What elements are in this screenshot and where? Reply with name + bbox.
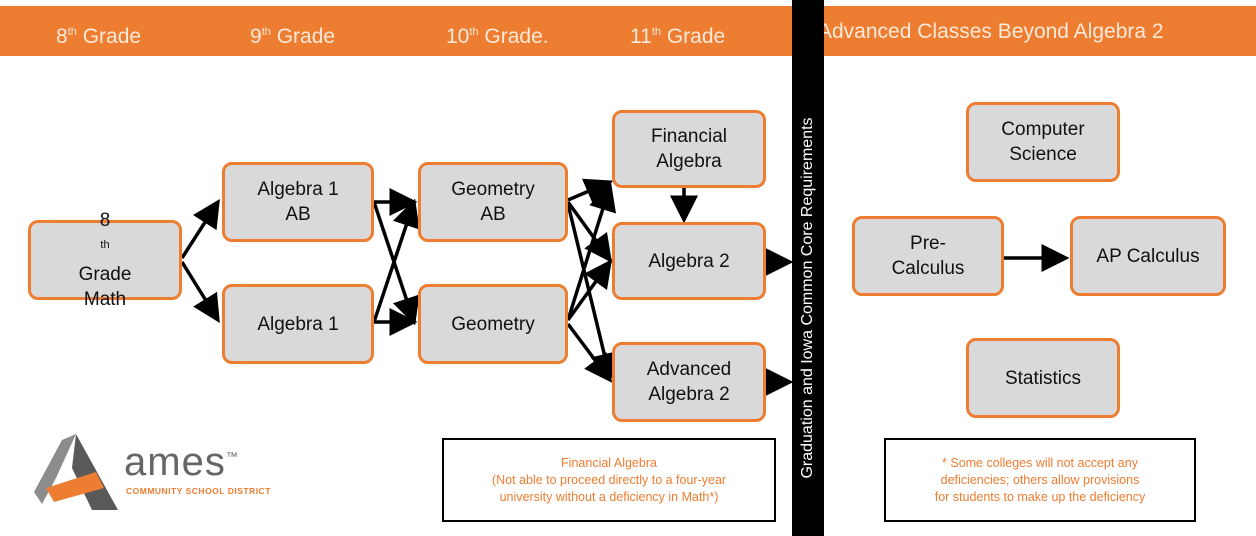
box-text: Algebra 1 — [257, 313, 339, 335]
note-text: Financial Algebra — [561, 455, 657, 470]
box-text: Statistics — [1004, 367, 1082, 389]
arrow-alg1-to-geoab — [372, 198, 420, 323]
box-text: 8 — [99, 209, 111, 231]
arrow-geoab-to-financial — [567, 178, 614, 205]
box-text: Algebra 2 — [648, 250, 730, 272]
box-text: Algebra — [656, 151, 722, 172]
header-sup: th — [67, 26, 77, 38]
box-statistics: Statistics — [966, 338, 1120, 418]
box-geometry: Geometry — [418, 284, 568, 364]
arrow-8th-to-algebra1ab — [180, 199, 220, 259]
box-text: Geometry — [451, 179, 535, 200]
logo-word-text: ames — [124, 440, 226, 484]
arrow-8th-to-algebra1 — [180, 261, 220, 323]
header-9th-grade: 9th Grade — [250, 6, 335, 56]
note-text: deficiencies; others allow provisions — [940, 472, 1140, 487]
header-text: Grade — [270, 25, 336, 48]
header-10th-grade: 10th Grade. — [446, 6, 549, 56]
box-sup: th — [100, 238, 110, 251]
header-text: 11 — [630, 25, 652, 48]
header-text: Grade. — [478, 25, 549, 48]
box-text: Computer — [1001, 119, 1085, 140]
logo-subtitle: COMMUNITY SCHOOL DISTRICT — [126, 486, 271, 496]
ames-logo: ames™ COMMUNITY SCHOOL DISTRICT — [32, 430, 332, 520]
header-text: 8 — [56, 25, 68, 48]
box-text: Financial — [650, 126, 728, 147]
note-text: university without a deficiency in Math*… — [499, 489, 719, 504]
note-text: for students to make up the deficiency — [934, 489, 1146, 504]
header-text: 9 — [250, 25, 262, 48]
box-text: AB — [480, 204, 506, 225]
note-financial-algebra: Financial Algebra (Not able to proceed di… — [442, 438, 776, 522]
requirements-divider — [792, 0, 824, 536]
note-text: * Some colleges will not accept any — [942, 455, 1138, 470]
arrow-geometry-to-algebra2 — [566, 259, 613, 322]
header-text: Grade — [76, 25, 142, 48]
header-sup: th — [469, 26, 479, 38]
box-algebra-1-ab: Algebra 1 AB — [222, 162, 374, 242]
box-ap-calculus: AP Calculus — [1070, 216, 1226, 296]
box-text: AP Calculus — [1096, 245, 1200, 267]
box-text: Algebra 1 — [257, 179, 339, 200]
header-sup: th — [261, 26, 271, 38]
box-algebra-1: Algebra 1 — [222, 284, 374, 364]
box-text: Grade — [78, 264, 132, 286]
header-text: 10 — [446, 25, 470, 48]
arrow-geometry-to-advanced — [566, 322, 613, 383]
box-text: Pre- — [910, 233, 946, 254]
box-text: Science — [1009, 144, 1077, 165]
box-algebra-2: Algebra 2 — [612, 222, 766, 300]
header-8th-grade: 8th Grade — [56, 6, 141, 56]
box-text: AB — [285, 204, 311, 225]
logo-tm: ™ — [225, 449, 239, 464]
note-text: (Not able to proceed directly to a four-… — [491, 472, 727, 487]
note-college-deficiencies: * Some colleges will not accept any defic… — [884, 438, 1196, 522]
logo-wordmark: ames™ — [124, 440, 239, 485]
arrow-geometry-to-financial — [566, 182, 617, 321]
header-text: Advanced Classes Beyond Algebra 2 — [818, 20, 1164, 43]
arrow-geoab-to-algebra2 — [566, 200, 613, 263]
header-11th-grade: 11th Grade — [630, 6, 725, 56]
box-text: Algebra 2 — [648, 384, 730, 405]
box-text: Advanced — [646, 359, 732, 380]
box-text: Geometry — [451, 313, 535, 335]
grade-header-bar: 8th Grade 9th Grade 10th Grade. 11th Gra… — [0, 6, 1256, 56]
ames-logo-mark-icon — [34, 434, 118, 510]
header-advanced-classes: Advanced Classes Beyond Algebra 2 — [818, 6, 1164, 56]
header-text: Grade — [661, 25, 726, 48]
box-text: Calculus — [891, 258, 965, 279]
box-text: Math — [83, 289, 127, 311]
box-pre-calculus: Pre- Calculus — [852, 216, 1004, 296]
header-sup: th — [651, 26, 661, 38]
